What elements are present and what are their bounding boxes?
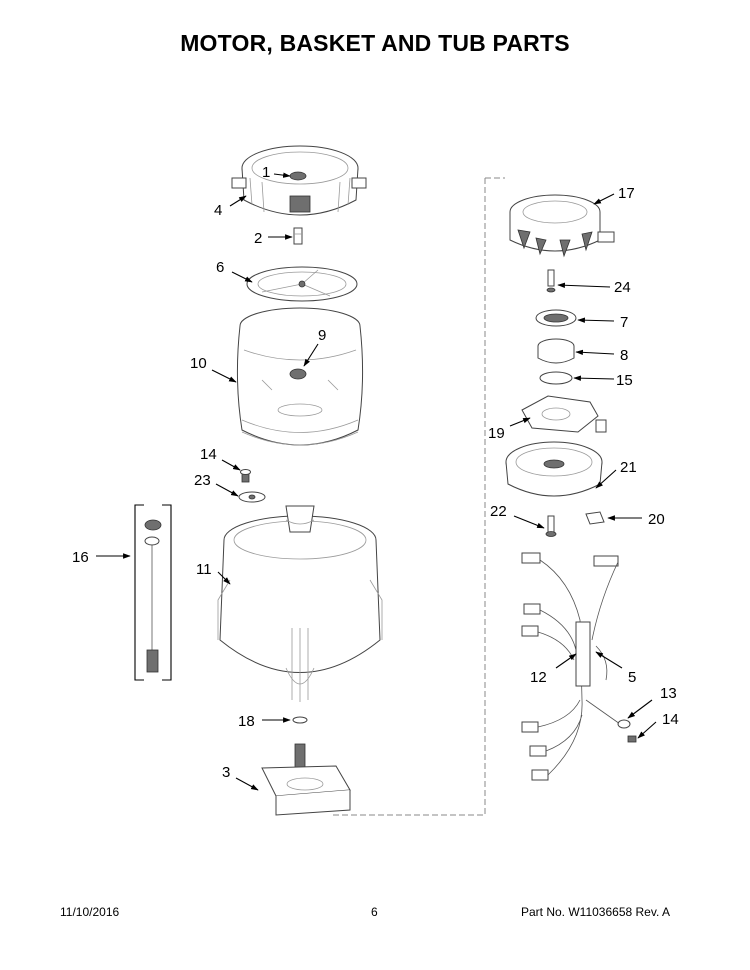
callout-24: 24	[614, 279, 631, 296]
callout-23: 23	[194, 472, 211, 489]
dashed-connection-path	[332, 178, 486, 816]
leader-14-top	[221, 459, 241, 471]
part-7-bearing	[535, 309, 577, 327]
leader-21	[595, 469, 617, 489]
callout-16: 16	[72, 549, 89, 566]
part-1-fastener	[289, 171, 307, 181]
part-11-outer-tub	[217, 505, 383, 702]
footer-page-number: 6	[371, 905, 378, 919]
part-22-bolt	[545, 515, 557, 537]
leader-6	[231, 271, 253, 283]
footer-part-number: Part No. W11036658 Rev. A	[521, 905, 670, 919]
callout-4: 4	[214, 202, 222, 219]
part-17-stator	[509, 194, 615, 258]
callout-12: 12	[530, 669, 547, 686]
callout-8: 8	[620, 347, 628, 364]
callout-11: 11	[196, 561, 212, 578]
leader-15	[573, 375, 615, 381]
leader-9	[303, 343, 319, 367]
leader-22	[513, 515, 545, 529]
part-3-transmission	[261, 743, 351, 816]
leader-14-bottom	[637, 721, 657, 739]
callout-7: 7	[620, 314, 628, 331]
callout-13: 13	[660, 685, 677, 702]
part-14-bolt	[240, 469, 251, 483]
callout-20: 20	[648, 511, 665, 528]
part-19-bracket	[521, 395, 607, 433]
part-12-wire-harness	[521, 552, 637, 781]
callout-10: 10	[190, 355, 207, 372]
leader-13	[627, 699, 653, 719]
leader-7	[577, 317, 615, 323]
callout-19: 19	[488, 425, 505, 442]
callout-1: 1	[262, 164, 270, 181]
part-10-wash-basket	[236, 307, 364, 446]
part-15-ring	[539, 371, 573, 385]
leader-11	[217, 571, 231, 585]
leader-8	[575, 349, 615, 356]
leader-17	[593, 193, 615, 205]
callout-22: 22	[490, 503, 507, 520]
leader-23	[215, 483, 239, 497]
callout-2: 2	[254, 230, 262, 247]
callout-6: 6	[216, 259, 224, 276]
callout-14-top: 14	[200, 446, 217, 463]
part-16-assembly	[134, 504, 172, 681]
part-9-hub-nut	[289, 368, 307, 380]
part-21-rotor	[505, 441, 603, 497]
leader-24	[557, 282, 611, 288]
leader-3	[235, 777, 259, 791]
leader-12	[555, 653, 577, 669]
leader-1	[273, 172, 291, 178]
part-8-coupler	[537, 338, 575, 364]
leader-10	[211, 369, 237, 383]
callout-21: 21	[620, 459, 637, 476]
part-18-o-ring	[292, 716, 308, 724]
part-24-pin	[546, 269, 556, 293]
callout-15: 15	[616, 372, 633, 389]
part-4-balance-ring	[231, 145, 367, 216]
part-23-bracket	[238, 491, 266, 503]
callout-3: 3	[222, 764, 230, 781]
footer-date: 11/10/2016	[60, 905, 120, 919]
callout-9: 9	[318, 327, 326, 344]
callout-18: 18	[238, 713, 255, 730]
part-2-screw	[293, 227, 303, 245]
leader-4	[229, 195, 247, 207]
page-title: MOTOR, BASKET AND TUB PARTS	[180, 30, 570, 56]
part-20-clip	[585, 511, 605, 525]
callout-17: 17	[618, 185, 635, 202]
callout-5: 5	[628, 669, 636, 686]
leader-5	[595, 651, 623, 669]
part-6-impeller-plate	[246, 266, 358, 302]
leader-19	[509, 417, 531, 427]
callout-14-bottom: 14	[662, 711, 679, 728]
